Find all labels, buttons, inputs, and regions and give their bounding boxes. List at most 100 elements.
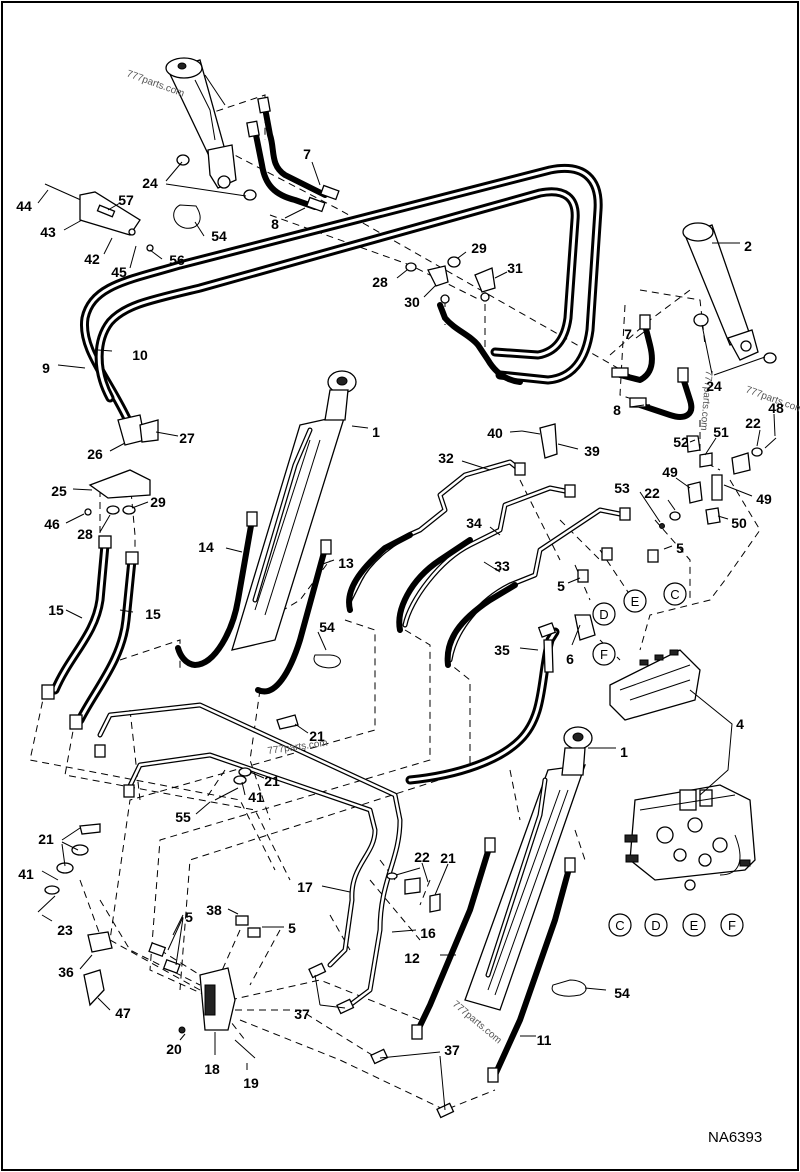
o-ring-24c — [693, 313, 709, 327]
callout-c12: 12 — [404, 950, 420, 966]
callout-c19: 19 — [243, 1075, 259, 1091]
port-label: E — [631, 594, 640, 609]
callout-c15a: 15 — [48, 602, 64, 618]
port-circle — [592, 602, 616, 626]
port-circle — [644, 913, 668, 937]
callout-c15b: 15 — [145, 606, 161, 622]
callout-c53: 53 — [614, 480, 630, 496]
callout-c10: 10 — [132, 347, 148, 363]
callout-c5d: 5 — [288, 920, 296, 936]
port-circle — [608, 913, 632, 937]
callout-c17: 17 — [297, 879, 313, 895]
dashed-assembly-lines — [29, 94, 761, 1111]
callout-c5b: 5 — [557, 578, 565, 594]
callout-c49a: 49 — [662, 464, 678, 480]
hoses-13-14 — [175, 511, 332, 695]
port-marker-pF2: F — [720, 913, 744, 937]
fittings-37 — [308, 962, 455, 1119]
port-circle — [682, 913, 706, 937]
tilt-cylinder-left — [165, 57, 257, 201]
callout-c42: 42 — [84, 251, 100, 267]
tubes-16-17 — [94, 702, 403, 1008]
figure-id: NA6393 — [708, 1129, 762, 1146]
callout-c22a: 22 — [745, 415, 761, 431]
port-label: C — [670, 587, 679, 602]
callout-c16: 16 — [420, 925, 436, 941]
port-circle — [592, 642, 616, 666]
callout-c35: 35 — [494, 642, 510, 658]
fittings-28-31 — [405, 256, 496, 304]
callout-c28a: 28 — [372, 274, 388, 290]
callout-c54b: 54 — [319, 619, 335, 635]
port-circle — [663, 582, 687, 606]
callout-c36: 36 — [58, 964, 74, 980]
right-hardware-group — [521, 423, 777, 529]
callout-c40: 40 — [487, 425, 503, 441]
callout-c56: 56 — [169, 252, 185, 268]
callout-c8b: 8 — [613, 402, 621, 418]
o-ring-24d — [763, 352, 777, 364]
port-label: C — [615, 918, 624, 933]
center-return-hose — [437, 302, 523, 385]
port-marker-pF1: F — [592, 642, 616, 666]
callout-c24b: 24 — [706, 378, 722, 394]
port-label: E — [690, 918, 699, 933]
tilt-cylinder-right — [682, 222, 777, 364]
callout-c7a: 7 — [303, 146, 311, 162]
port-marker-pD2: D — [644, 913, 668, 937]
cable-tie-54c — [551, 979, 587, 997]
port-marker-pE2: E — [682, 913, 706, 937]
callout-c22b: 22 — [644, 485, 660, 501]
callout-c7b: 7 — [624, 326, 632, 342]
callout-c41a: 41 — [248, 789, 264, 805]
callout-c31: 31 — [507, 260, 523, 276]
watermark-2: 777parts.com — [698, 370, 714, 431]
callout-c57: 57 — [118, 192, 134, 208]
callout-c49b: 49 — [756, 491, 772, 507]
callout-c21b: 21 — [264, 773, 280, 789]
callout-c34: 34 — [466, 515, 482, 531]
cable-tie-54a — [173, 204, 201, 229]
callout-c54a: 54 — [211, 228, 227, 244]
port-marker-pE1: E — [623, 589, 647, 613]
callout-c5a: 5 — [676, 540, 684, 556]
callout-c30: 30 — [404, 294, 420, 310]
callout-c21c: 21 — [38, 831, 54, 847]
callout-c21d: 21 — [440, 850, 456, 866]
callout-c27: 27 — [179, 430, 195, 446]
callout-c29a: 29 — [471, 240, 487, 256]
hoses-7-8-top — [246, 96, 340, 213]
control-valve-upper — [609, 649, 701, 721]
callout-c6: 6 — [566, 651, 574, 667]
mount-hardware — [37, 714, 441, 913]
port-label: D — [651, 918, 660, 933]
callout-c9: 9 — [42, 360, 50, 376]
callout-c51: 51 — [713, 424, 729, 440]
hoses-7-8-right — [611, 314, 695, 420]
callout-c41b: 41 — [18, 866, 34, 882]
lift-cylinder-lower — [464, 726, 593, 1011]
hoses-15 — [41, 535, 139, 730]
callout-c21a: 21 — [309, 728, 325, 744]
port-label: F — [728, 918, 736, 933]
valve-block-18 — [83, 915, 261, 1059]
port-label: F — [600, 647, 608, 662]
callout-c46: 46 — [44, 516, 60, 532]
callout-c55: 55 — [175, 809, 191, 825]
cable-tie-54b — [313, 654, 341, 669]
callout-c1a: 1 — [372, 424, 380, 440]
callout-c20: 20 — [166, 1041, 182, 1057]
callout-c13: 13 — [338, 555, 354, 571]
callout-c52: 52 — [673, 434, 689, 450]
callout-c37b: 37 — [444, 1042, 460, 1058]
bracket-25-fittings — [84, 414, 159, 516]
hose-35 — [405, 614, 596, 785]
callout-c26: 26 — [87, 446, 103, 462]
tubes-32-33-34 — [346, 459, 659, 668]
callout-c43: 43 — [40, 224, 56, 240]
hoses-11-12 — [411, 837, 576, 1083]
callout-c39: 39 — [584, 443, 600, 459]
port-marker-pC1: C — [663, 582, 687, 606]
